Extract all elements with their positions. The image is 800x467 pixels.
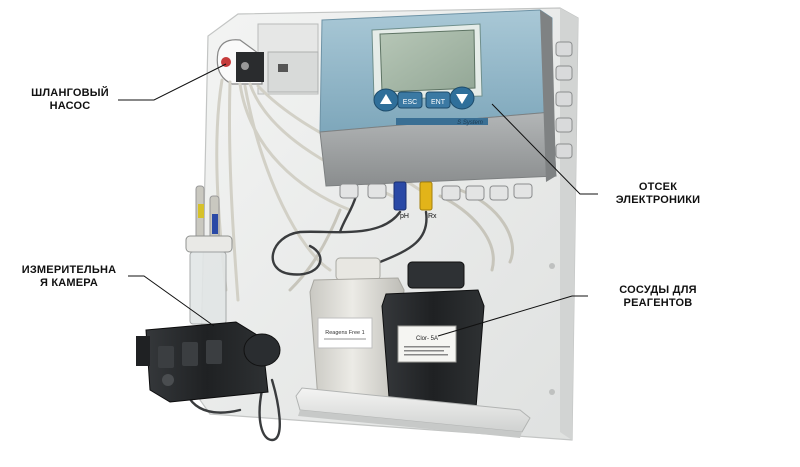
peristaltic-pump (216, 23, 319, 95)
leader-lines (118, 63, 598, 337)
chamber-leader (128, 275, 215, 327)
brand-label: S System (457, 120, 483, 126)
probes: pH Rx (185, 185, 437, 325)
electronics-leader (491, 103, 598, 195)
reagent-bottle-clear: Reagens Free 1 (309, 257, 405, 401)
callout-peristaltic-pump: ШЛАНГОВЫЙ НАСОС (31, 87, 109, 112)
rx-mark: Rx (428, 213, 437, 220)
callout-reagent-vessels: СОСУДЫ ДЛЯ РЕАГЕНТОВ (619, 284, 697, 309)
ent-key-label: ENT (431, 99, 446, 106)
pump-leader (118, 63, 227, 101)
esc-key-label: ESC (403, 99, 417, 106)
callout-measuring-chamber: ИЗМЕРИТЕЛЬНА Я КАМЕРА (21, 264, 117, 289)
controller-keypad: ESC ENT S System (373, 86, 488, 126)
measuring-chamber (136, 321, 281, 403)
ph-mark: pH (400, 213, 409, 220)
callout-electronics-compartment: ОТСЕК ЭЛЕКТРОНИКИ (615, 181, 701, 206)
right-bottle-label: Clor- 5A (416, 336, 438, 342)
left-bottle-label: Reagens Free 1 (325, 330, 364, 336)
bottle-tray (295, 387, 531, 438)
vessels-leader (437, 295, 588, 337)
reagent-bottle-black: Clor- 5A (381, 261, 485, 411)
